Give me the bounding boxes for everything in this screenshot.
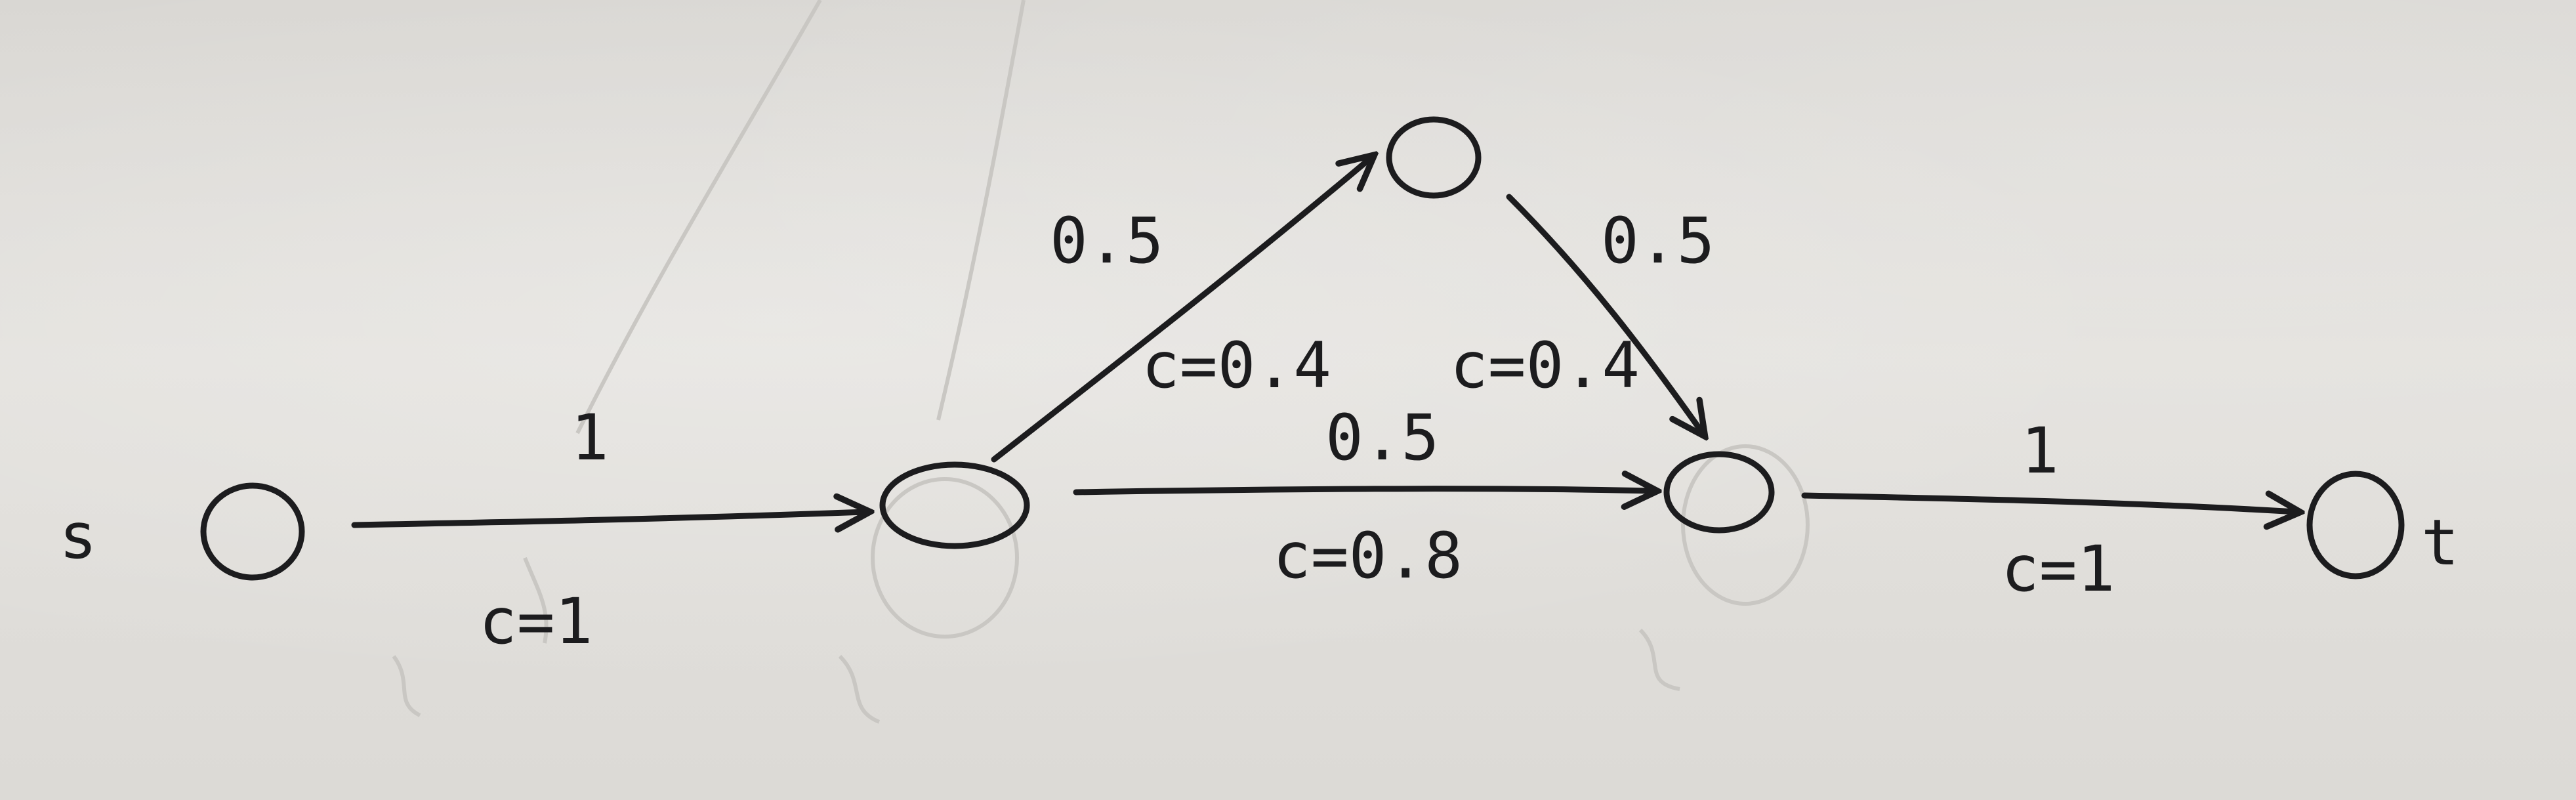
edge-s-a-cost: c=1 [479, 585, 592, 658]
ghost-marks [392, 0, 1810, 724]
node-label-s: s [59, 499, 97, 573]
node-c [1663, 451, 1775, 534]
node-b [1386, 116, 1482, 199]
edge-c-t-capacity: 1 [2021, 414, 2059, 488]
edge-a-b-capacity: 0.5 [1050, 204, 1163, 278]
edge-s-a-capacity: 1 [571, 401, 609, 474]
edge-a-c-capacity: 0.5 [1325, 401, 1439, 474]
edge-a-c: 0.5 c=0.8 [1073, 401, 1653, 593]
edge-b-c: 0.5 c=0.4 [1450, 194, 1714, 433]
node-a [879, 461, 1030, 549]
edge-s-a: 1 c=1 [351, 401, 866, 658]
edge-c-t-cost: c=1 [2001, 532, 2115, 606]
edge-c-t: 1 c=1 [1801, 414, 2296, 606]
edge-a-b: 0.5 c=0.4 [991, 158, 1371, 463]
node-label-t: t [2421, 506, 2459, 579]
edge-a-c-cost: c=0.8 [1273, 519, 1463, 593]
edge-b-c-cost: c=0.4 [1450, 329, 1640, 402]
node-t: t [2306, 471, 2459, 579]
node-s: s [59, 482, 305, 581]
edge-b-c-capacity: 0.5 [1601, 204, 1714, 278]
edge-a-b-cost: c=0.4 [1142, 329, 1331, 402]
